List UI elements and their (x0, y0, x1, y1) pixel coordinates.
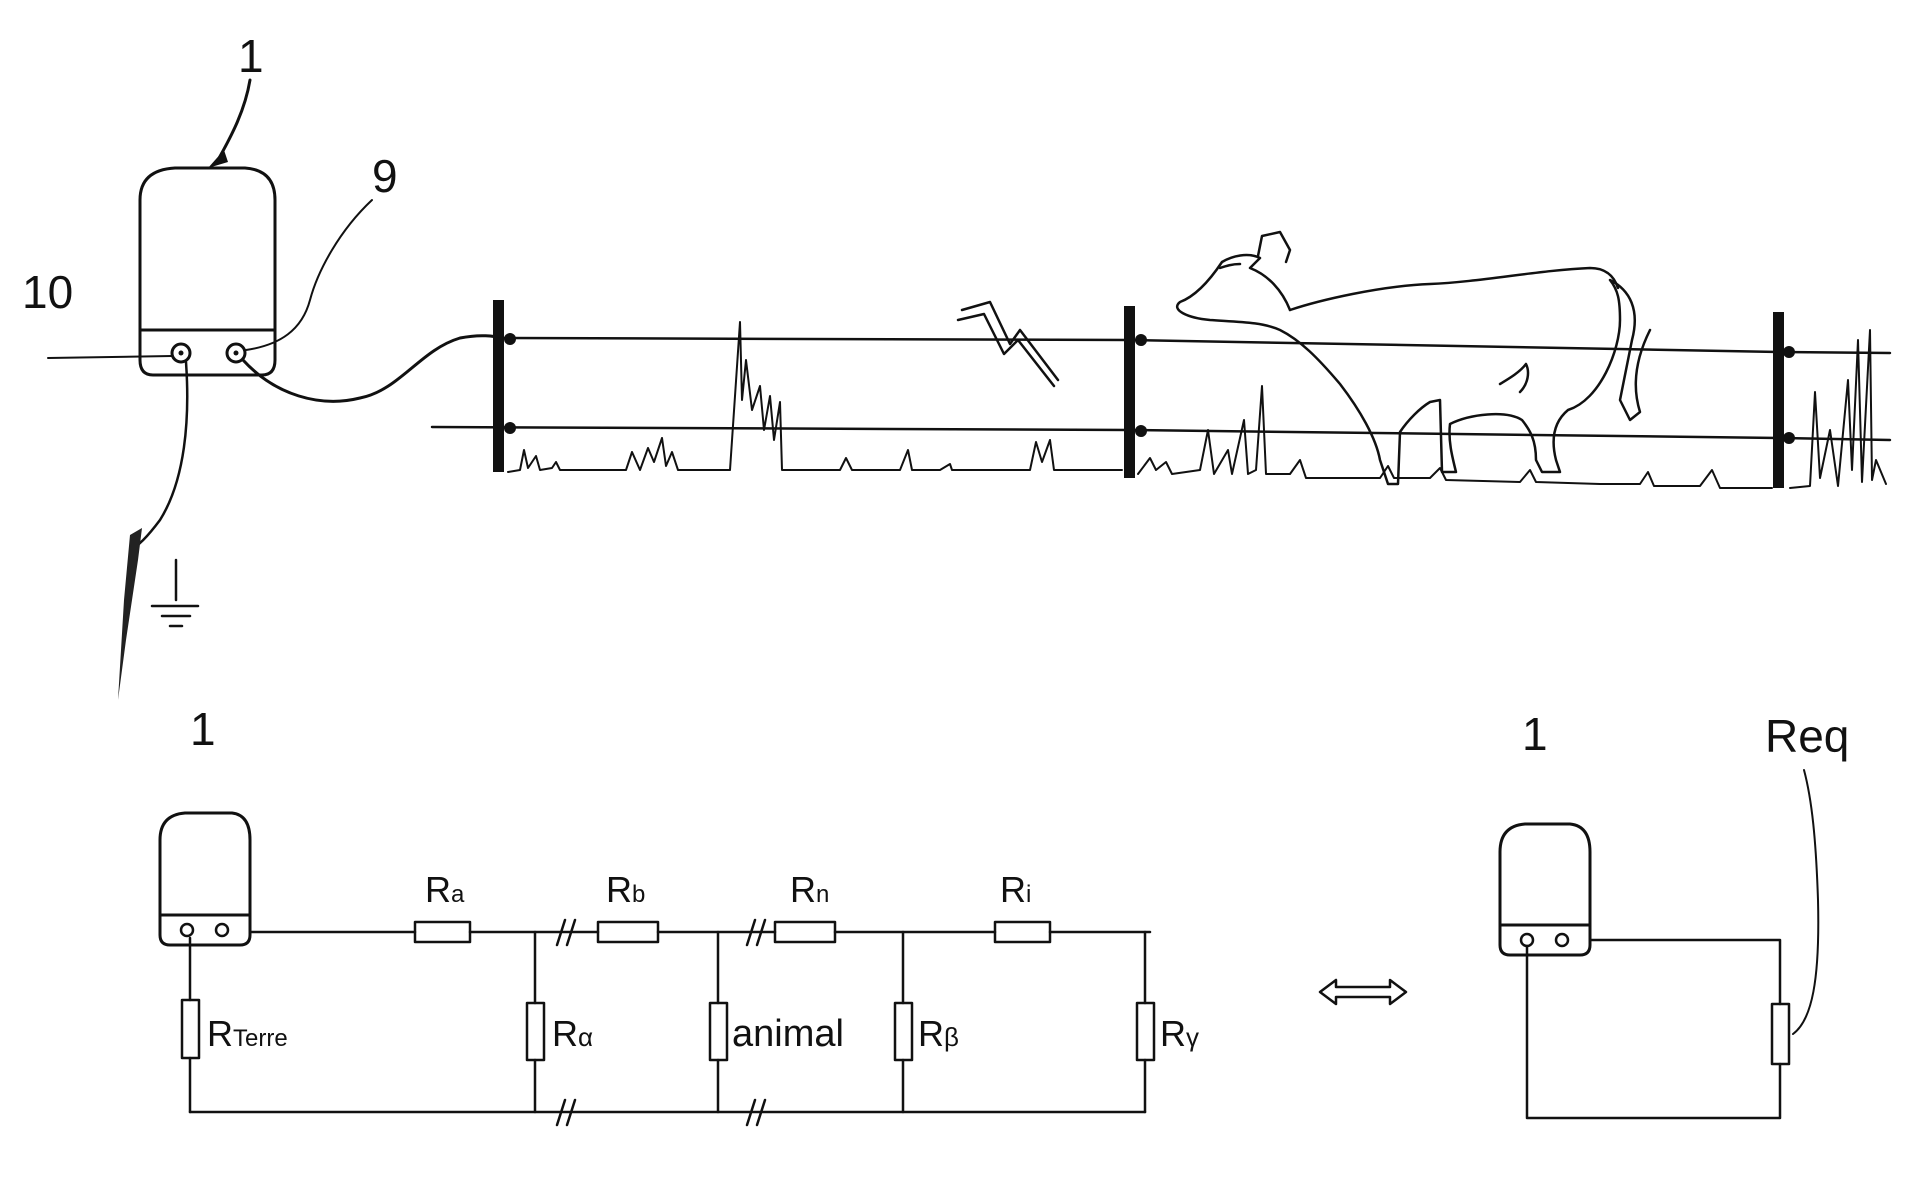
resistor-rn (775, 922, 835, 942)
ri-label: Ri (1000, 869, 1031, 910)
resistor-rb (598, 922, 658, 942)
terminal-9-label: 9 (372, 150, 398, 202)
ground-wire (134, 362, 187, 548)
rterre-label: RTerre (207, 1013, 288, 1054)
arrow-head (208, 150, 228, 168)
top-illustration: 1 9 10 (22, 30, 1890, 700)
rgamma-label: Rγ (1160, 1013, 1199, 1054)
resistor-ra (415, 922, 470, 942)
req-label: Req (1765, 710, 1849, 762)
energizer-label: 1 (238, 30, 264, 82)
resistor-rbeta (895, 1003, 912, 1060)
cow-illustration (1177, 232, 1650, 484)
terminal-10-leader (48, 356, 172, 358)
equivalent-loop (1527, 940, 1780, 1118)
energizer-box (1500, 824, 1590, 955)
circuit-diagram: 1 (160, 703, 1199, 1125)
terminal-9-leader (246, 200, 372, 350)
fence-wire-top (500, 338, 1890, 353)
feed-cable (243, 336, 500, 402)
ralpha-label: Rα (552, 1013, 593, 1054)
ground-icon (152, 560, 198, 626)
equivalent-circuit: 1 Req (1500, 708, 1849, 1118)
ra-label: Ra (425, 869, 465, 910)
fence-posts (493, 300, 1795, 488)
rn-label: Rn (790, 869, 829, 910)
leader-arrow (218, 80, 250, 160)
resistor-req (1772, 1004, 1789, 1064)
animal-label: animal (732, 1013, 844, 1055)
resistor-rgamma (1137, 1003, 1154, 1060)
fence-post (493, 300, 504, 472)
ground-stake (118, 528, 142, 700)
resistor-ri (995, 922, 1050, 942)
spark-icon (958, 302, 1058, 386)
req-leader (1793, 770, 1818, 1034)
energizer-label: 1 (1522, 708, 1548, 760)
energizer-box (140, 168, 275, 375)
energizer-box (160, 813, 250, 945)
terminal-10-label: 10 (22, 266, 73, 318)
resistor-rterre (182, 1000, 199, 1058)
rbeta-label: Rβ (918, 1013, 959, 1054)
equivalence-arrow-icon (1320, 980, 1406, 1004)
rb-label: Rb (606, 869, 645, 910)
resistor-ralpha (527, 1003, 544, 1060)
fence-wire-bottom (432, 427, 1890, 440)
fence-post (1124, 306, 1135, 478)
resistor-animal (710, 1003, 727, 1060)
fence-post (1773, 312, 1784, 488)
energizer-label: 1 (190, 703, 216, 755)
